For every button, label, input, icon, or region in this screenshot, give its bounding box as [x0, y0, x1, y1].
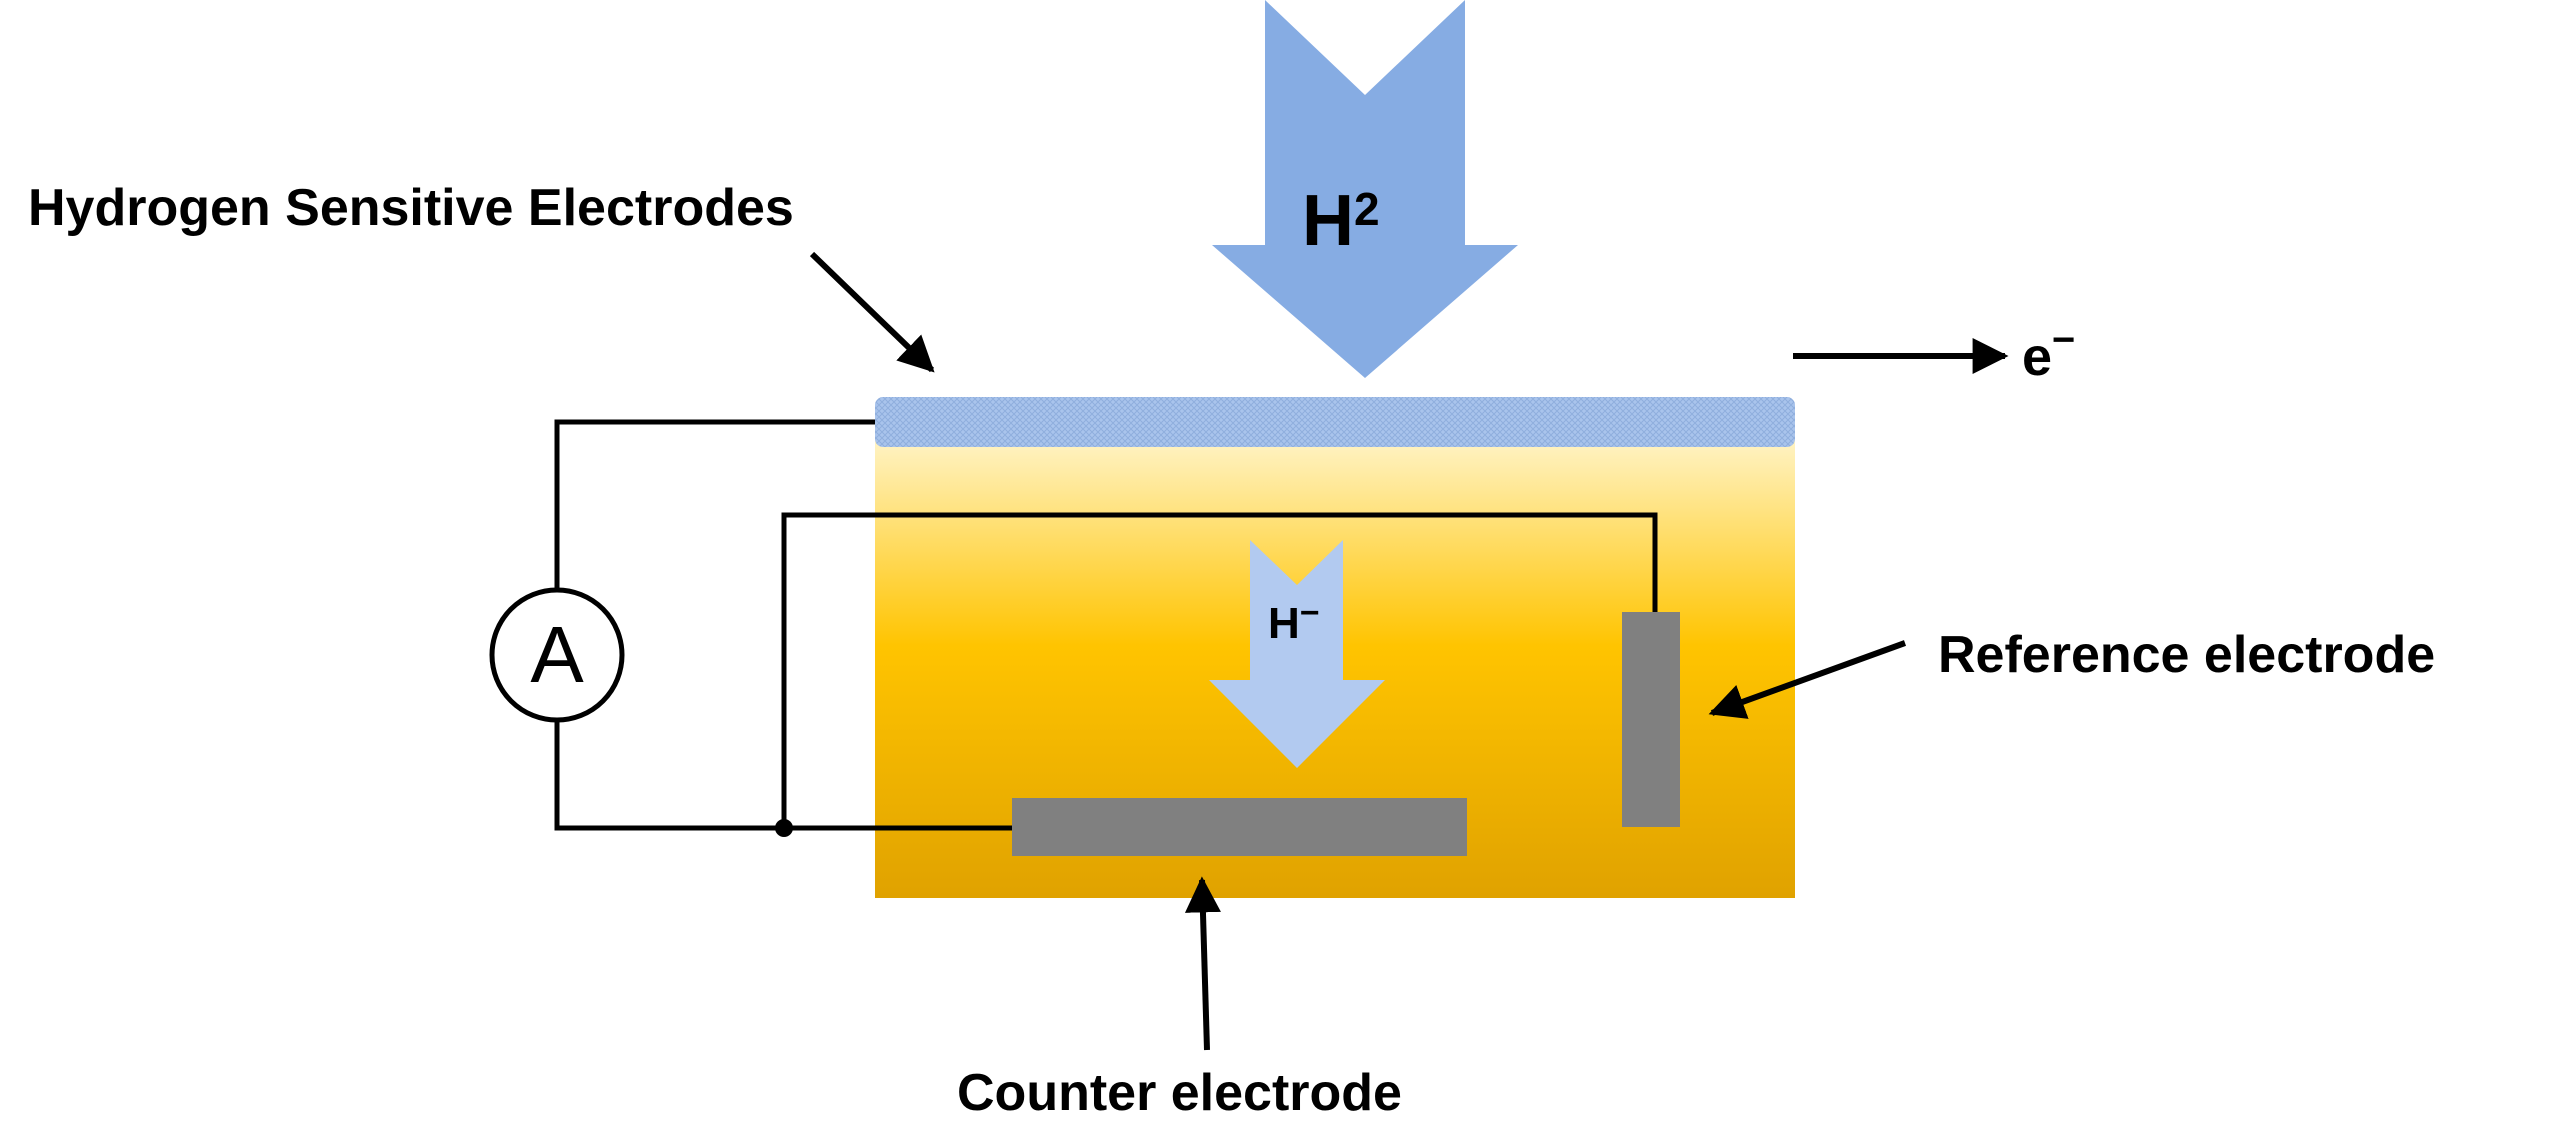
reference-electrode-pointer	[1708, 640, 1907, 719]
counter-electrode-label: Counter electrode	[957, 1064, 1402, 1122]
sensitive-electrodes-label: Hydrogen Sensitive Electrodes	[28, 179, 794, 237]
ammeter-label: A	[530, 610, 584, 699]
h2-arrow: H2	[1212, 0, 1518, 378]
counter-electrode-pointer	[1184, 876, 1221, 1051]
electron-base: e	[2022, 327, 2052, 387]
electron-label: e−	[2022, 318, 2075, 387]
electron-sign: −	[2052, 318, 2075, 362]
h2-sub: 2	[1354, 183, 1380, 235]
outer-circuit-wire	[554, 419, 875, 590]
reference-electrode-label: Reference electrode	[1938, 626, 2435, 684]
hminus-base: H	[1268, 599, 1300, 648]
reference-electrode	[1622, 612, 1680, 827]
down-arrow-icon	[1212, 0, 1518, 378]
hminus-label: H−	[1268, 594, 1320, 648]
ammeter-icon	[489, 587, 625, 723]
h2-base: H	[1302, 181, 1354, 261]
counter-electrode	[1012, 798, 1467, 856]
reference-circuit-wire	[781, 512, 1658, 828]
sensitive-electrodes-pointer	[809, 251, 935, 373]
hminus-sign: −	[1300, 594, 1320, 632]
outer-circuit-wire-lower	[554, 720, 1012, 831]
h2-label: H2	[1302, 181, 1380, 261]
wire-junction	[775, 819, 793, 837]
ammeter: A	[489, 587, 625, 723]
hminus-arrow: H−	[1209, 540, 1385, 768]
down-arrow-icon	[1209, 540, 1385, 768]
hydrogen-sensitive-electrode-layer	[875, 397, 1795, 447]
